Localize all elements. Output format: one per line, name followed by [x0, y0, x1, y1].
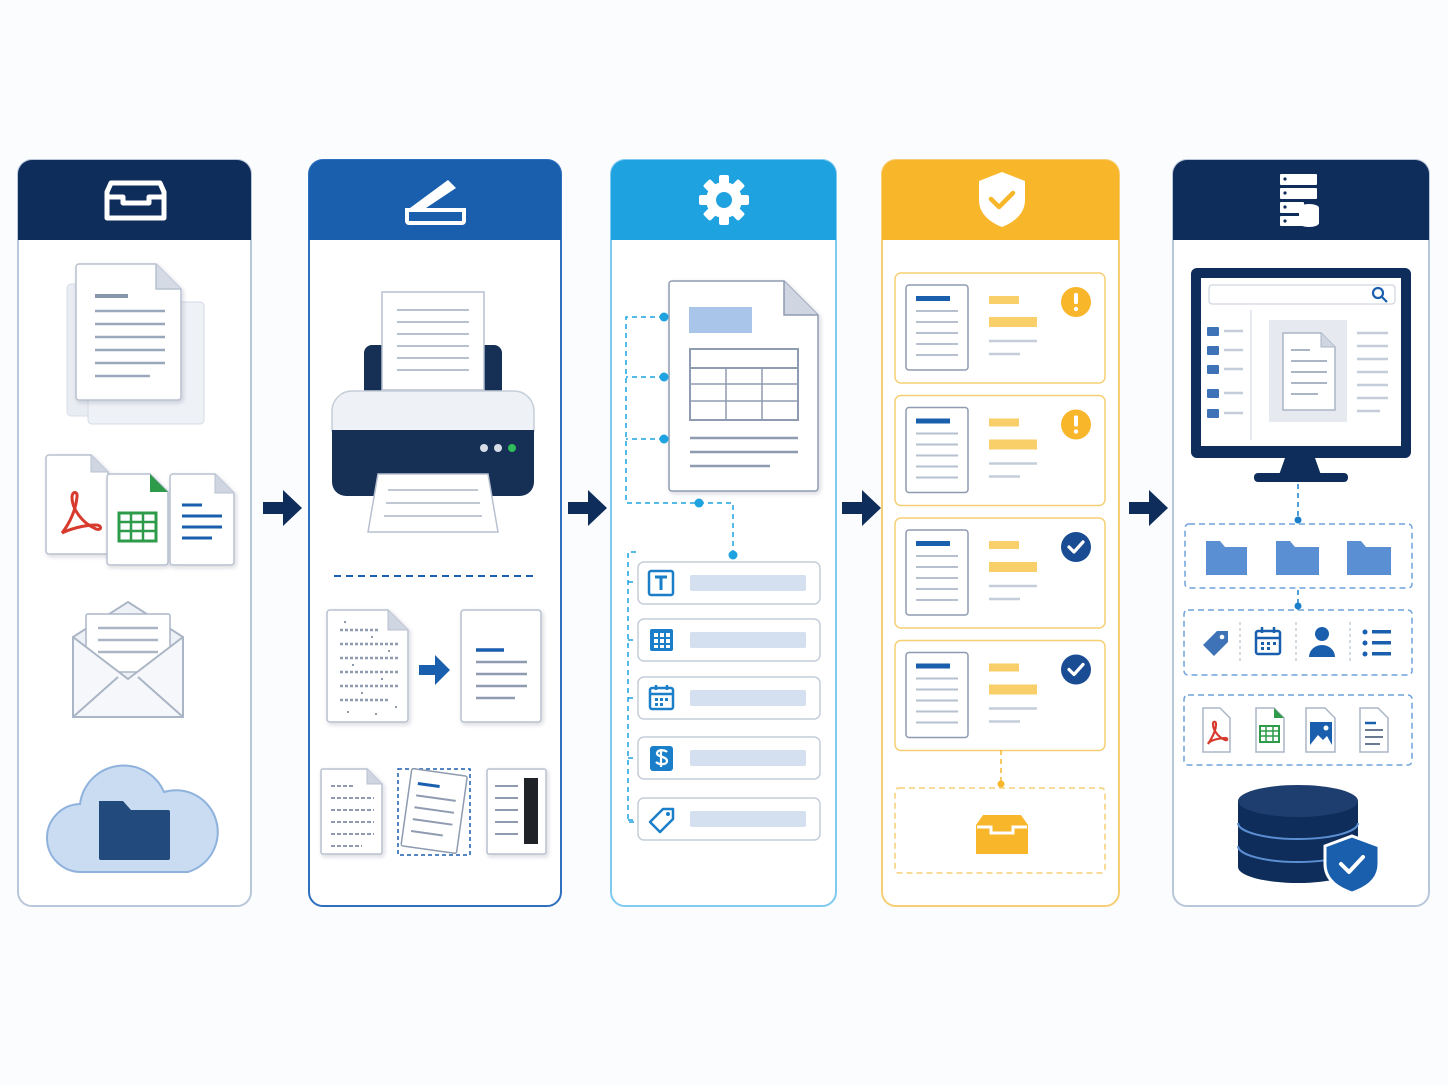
tag-icon	[1203, 631, 1228, 656]
server-database-icon	[1280, 174, 1319, 227]
amount-field-icon	[650, 746, 673, 771]
validate-output	[894, 750, 1106, 874]
cloud-folder-icon	[46, 764, 219, 874]
right-arrow-icon	[568, 490, 607, 526]
field-row-amount	[637, 736, 821, 780]
spreadsheet-file-icon	[1255, 707, 1285, 753]
validation-card	[894, 394, 1106, 507]
field-row-date	[637, 676, 821, 720]
warning-icon	[1061, 287, 1091, 317]
right-arrow-icon	[263, 490, 302, 526]
document-viewer-monitor	[1191, 268, 1411, 482]
validation-cards	[894, 272, 1106, 752]
flatbed-scanner-icon	[405, 180, 466, 225]
stage-scan-panel	[308, 159, 562, 907]
right-arrow-icon	[419, 655, 450, 685]
text-field-icon	[647, 569, 675, 597]
stage-capture-panel	[17, 159, 252, 907]
black-border-page-icon	[486, 768, 547, 855]
folder-icon	[1206, 541, 1247, 575]
user-icon	[1309, 627, 1335, 657]
inbox-tray-icon	[104, 180, 167, 221]
check-icon	[1061, 532, 1091, 562]
extraction-connectors	[625, 316, 734, 823]
printer-scanner-icon	[331, 291, 535, 533]
document-thumbnail	[905, 529, 969, 616]
invoice-document-icon	[668, 280, 819, 492]
noisy-scan-icon	[326, 609, 409, 723]
email-envelope-icon	[72, 600, 184, 718]
validation-card	[894, 517, 1106, 629]
document-thumbnail	[905, 406, 969, 494]
document-thumbnail	[905, 284, 969, 371]
date-field-icon	[648, 685, 675, 711]
text-file-icon	[1359, 707, 1389, 753]
right-arrow-icon	[1129, 490, 1168, 526]
folder-icon	[1276, 541, 1319, 575]
field-row-text	[637, 561, 821, 605]
pdf-file-icon	[45, 454, 109, 555]
search-icon	[1371, 286, 1388, 303]
validation-card	[894, 272, 1106, 384]
secure-database-icon	[1237, 785, 1381, 895]
gear-icon	[699, 175, 749, 225]
field-row-table	[637, 618, 821, 662]
image-file-icon	[1305, 707, 1336, 753]
folder-row	[1184, 523, 1413, 589]
filetype-row	[1183, 694, 1413, 766]
calendar-icon	[1254, 627, 1282, 656]
right-arrow-icon	[842, 490, 881, 526]
spreadsheet-file-icon	[106, 473, 169, 566]
text-file-icon	[169, 473, 235, 566]
shield-check-icon	[979, 172, 1025, 227]
pdf-file-icon	[1202, 707, 1231, 753]
stage-extract-panel	[610, 159, 837, 907]
validation-card	[894, 639, 1106, 752]
inbox-tray-icon	[976, 815, 1028, 854]
warning-icon	[1061, 409, 1091, 440]
stacked-documents-icon	[66, 263, 205, 425]
folder-icon	[1347, 541, 1391, 575]
list-icon	[1362, 629, 1391, 657]
speckled-page-icon	[320, 768, 383, 855]
table-field-icon	[650, 629, 673, 651]
check-icon	[1061, 654, 1091, 685]
stage-store-panel	[1172, 159, 1430, 907]
tag-field-icon	[648, 807, 675, 834]
cleaned-document-icon	[460, 609, 542, 723]
skewed-page-icon	[397, 768, 471, 856]
document-thumbnail	[905, 651, 969, 739]
metadata-row	[1183, 609, 1413, 676]
field-row-tag	[637, 797, 821, 841]
